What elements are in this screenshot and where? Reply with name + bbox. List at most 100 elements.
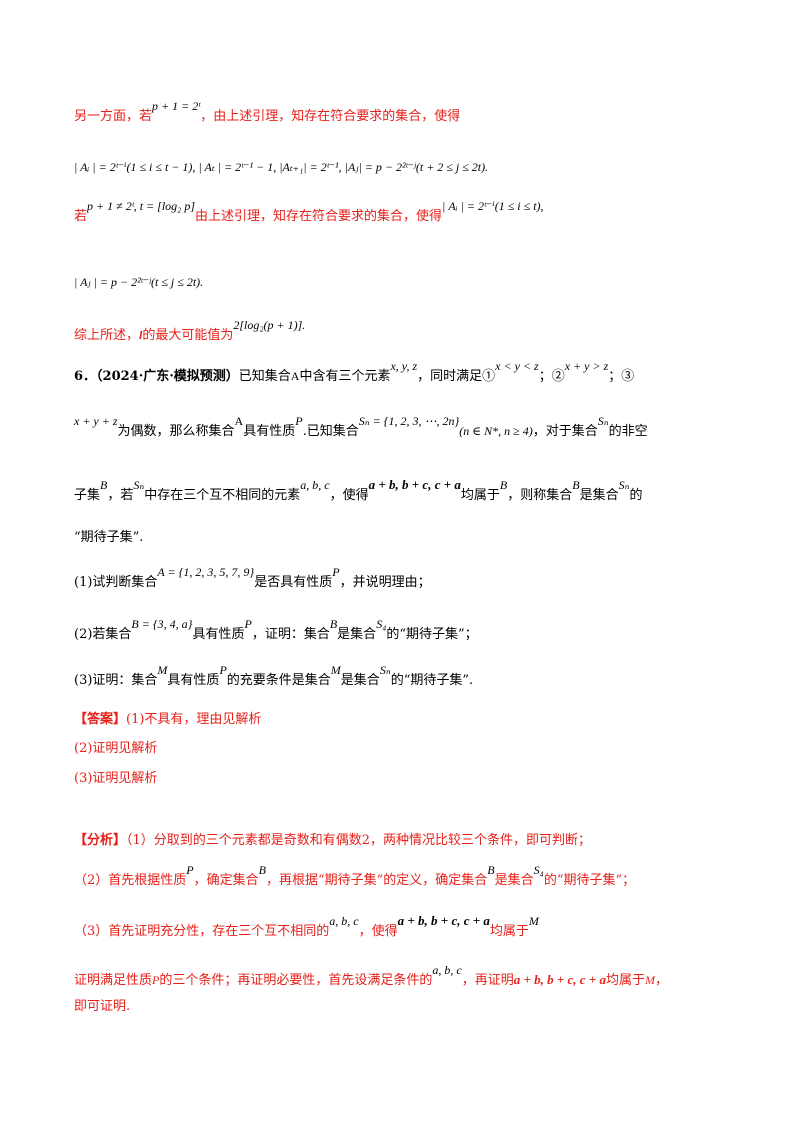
q-text: (1)试判断集合: [74, 575, 158, 590]
formula: Sₙ: [597, 414, 609, 428]
para-5-text: 综上所述，: [74, 328, 140, 343]
analysis-line-1: 【分析】（1）分取到的三个元素都是奇数和有偶数2，两种情况比较三个条件，即可判断…: [74, 831, 591, 851]
analysis-text: ，确定集合: [193, 873, 259, 888]
q-text: ，并说明理由；: [339, 575, 431, 590]
formula: a, b, c: [432, 963, 462, 977]
formula: a + b, b + c, c + a: [368, 477, 461, 492]
set-B: B: [487, 863, 495, 877]
question-source: （2024·广东·模拟预测）: [96, 369, 239, 384]
variable-l: l: [139, 328, 143, 342]
formula: x < y < z: [495, 359, 539, 373]
q-text: ，同时满足①: [417, 369, 496, 384]
analysis-text: 证明满足性质: [74, 973, 153, 988]
formula: B = {3, 4, a}: [131, 617, 193, 631]
answer-item: (1)不具有，理由见解析: [126, 712, 262, 727]
q-text: 是集合: [337, 627, 377, 642]
formula: Sₙ = {1, 2, 3, ⋯, 2n}: [358, 414, 460, 428]
property-P: P: [295, 414, 303, 428]
q-text: 具有性质: [192, 627, 245, 642]
analysis-text: 均属于: [489, 924, 529, 939]
sub-question-1: (1)试判断集合A = {1, 2, 3, 5, 7, 9}是否具有性质P，并说…: [74, 565, 431, 593]
para-3-text: 若: [74, 209, 88, 224]
formula: x, y, z: [390, 359, 418, 373]
analysis-text: （3）首先证明充分性，存在三个互不相同的: [74, 924, 330, 939]
para-1-text: ，由上述引理，知存在符合要求的集合，使得: [200, 109, 461, 124]
q-text: ，使得: [329, 488, 369, 503]
answer-line-3: (3)证明见解析: [74, 769, 157, 789]
q-text: ；③: [608, 369, 635, 384]
set-M: M: [157, 663, 168, 677]
para-3: 若p + 1 ≠ 2ᵗ, t = [log₂ p]由上述引理，知存在符合要求的集…: [74, 199, 544, 227]
property-P: P: [219, 663, 227, 677]
formula: x + y + z: [74, 414, 118, 428]
analysis-text: 即可证明.: [74, 999, 131, 1014]
analysis-text: ，: [655, 973, 669, 988]
formula: | Aᵢ | = 2ᵗ⁻ⁱ(1 ≤ i ≤ t),: [442, 199, 544, 213]
property-P: P: [332, 565, 340, 579]
analysis-line-2: （2）首先根据性质P，确定集合B，再根据“期待子集”的定义，确定集合B是集合S₄…: [74, 863, 636, 891]
para-2: | Aᵢ | = 2ᵗ⁻ⁱ(1 ≤ i ≤ t − 1), | Aₜ | = 2…: [74, 157, 488, 178]
q-text: ，对于集合: [532, 424, 598, 439]
question-6-line-3: 子集B，若Sₙ中存在三个互不相同的元素a, b, c，使得a + b, b + …: [74, 477, 643, 506]
para-1-text: 另一方面，若: [74, 109, 153, 124]
q-text: ，证明：集合: [251, 627, 330, 642]
set-A: A: [234, 414, 244, 428]
q-text: 均属于: [460, 488, 500, 503]
set-B: B: [499, 478, 508, 492]
q-text: 是集合: [579, 488, 619, 503]
analysis-line-5: 即可证明.: [74, 997, 130, 1017]
formula: x + y > z: [564, 359, 609, 373]
formula: | Aⱼ | = p − 2²ᵗ⁻ʲ(t ≤ j ≤ 2t).: [74, 275, 204, 289]
formula: p + 1 ≠ 2ᵗ, t = [log₂ p]: [87, 199, 195, 213]
set-M: M: [528, 914, 539, 928]
para-1: 另一方面，若p + 1 = 2ᵗ，由上述引理，知存在符合要求的集合，使得: [74, 99, 461, 127]
set-B: B: [100, 478, 108, 492]
analysis-text: 的三个条件；再证明必要性，首先设满足条件的: [159, 973, 433, 988]
analysis-text: ，再证明: [461, 973, 514, 988]
formula: (n ∈ N*, n ≥ 4): [459, 424, 533, 438]
answer-tag: 【答案】: [74, 712, 127, 727]
set-B: B: [572, 478, 580, 492]
analysis-text: 均属于: [605, 973, 645, 988]
analysis-text: ，再根据“期待子集”的定义，确定集合: [265, 873, 488, 888]
q-text: 的充要条件是集合: [226, 673, 331, 688]
q-text: 为偶数，那么称集合: [117, 424, 235, 439]
q-text: ，则称集合: [507, 488, 573, 503]
formula: a + b, b + c, c + a: [397, 913, 490, 928]
analysis-line-4: 证明满足性质P的三个条件；再证明必要性，首先设满足条件的a, b, c，再证明a…: [74, 963, 669, 991]
formula: S₄: [533, 863, 544, 877]
q-text: “期待子集”.: [74, 530, 144, 545]
analysis-text: 的“期待子集”；: [543, 873, 636, 888]
analysis-text: 是集合: [494, 873, 534, 888]
para-5-text: 的最大可能值为: [142, 328, 234, 343]
formula: Sₙ: [379, 663, 391, 677]
q-text: 子集: [74, 488, 101, 503]
property-P: P: [152, 973, 160, 987]
sub-question-2: (2)若集合B = {3, 4, a}具有性质P，证明：集合B是集合S₄的“期待…: [74, 617, 478, 645]
analysis-line-3: （3）首先证明充分性，存在三个互不相同的a, b, c，使得a + b, b +…: [74, 913, 539, 942]
q-text: (3)证明：集合: [74, 673, 158, 688]
q-text: 的: [629, 488, 643, 503]
q-text: 的“期待子集”；: [386, 627, 478, 642]
formula: 2[log₂(p + 1)].: [233, 318, 306, 332]
property-P: P: [244, 617, 252, 631]
answer-line-2: (2)证明见解析: [74, 739, 157, 759]
question-6-line-4: “期待子集”.: [74, 528, 143, 548]
answer-item: (3)证明见解析: [74, 771, 158, 786]
formula: Sₙ: [618, 478, 630, 492]
q-text: 的非空: [608, 424, 648, 439]
set-M: M: [330, 663, 341, 677]
set-M: M: [645, 973, 655, 987]
question-6-line-1: 6．（2024·广东·模拟预测）已知集合A中含有三个元素x, y, z，同时满足…: [74, 359, 635, 387]
para-3-text: 由上述引理，知存在符合要求的集合，使得: [195, 209, 443, 224]
analysis-text: ，使得: [358, 924, 398, 939]
analysis-text: （1）分取到的三个元素都是奇数和有偶数2，两种情况比较三个条件，即可判断；: [126, 833, 592, 848]
q-text: (2)若集合: [74, 627, 132, 642]
q-text: 中存在三个互不相同的元素: [144, 488, 301, 503]
set-B: B: [329, 617, 338, 631]
formula: a, b, c: [300, 478, 330, 492]
formula: p + 1 = 2ᵗ: [152, 99, 201, 113]
answer-line-1: 【答案】(1)不具有，理由见解析: [74, 710, 261, 730]
question-6-line-2: x + y + z为偶数，那么称集合A具有性质P.已知集合Sₙ = {1, 2,…: [74, 414, 648, 442]
formula: S₄: [376, 617, 387, 631]
